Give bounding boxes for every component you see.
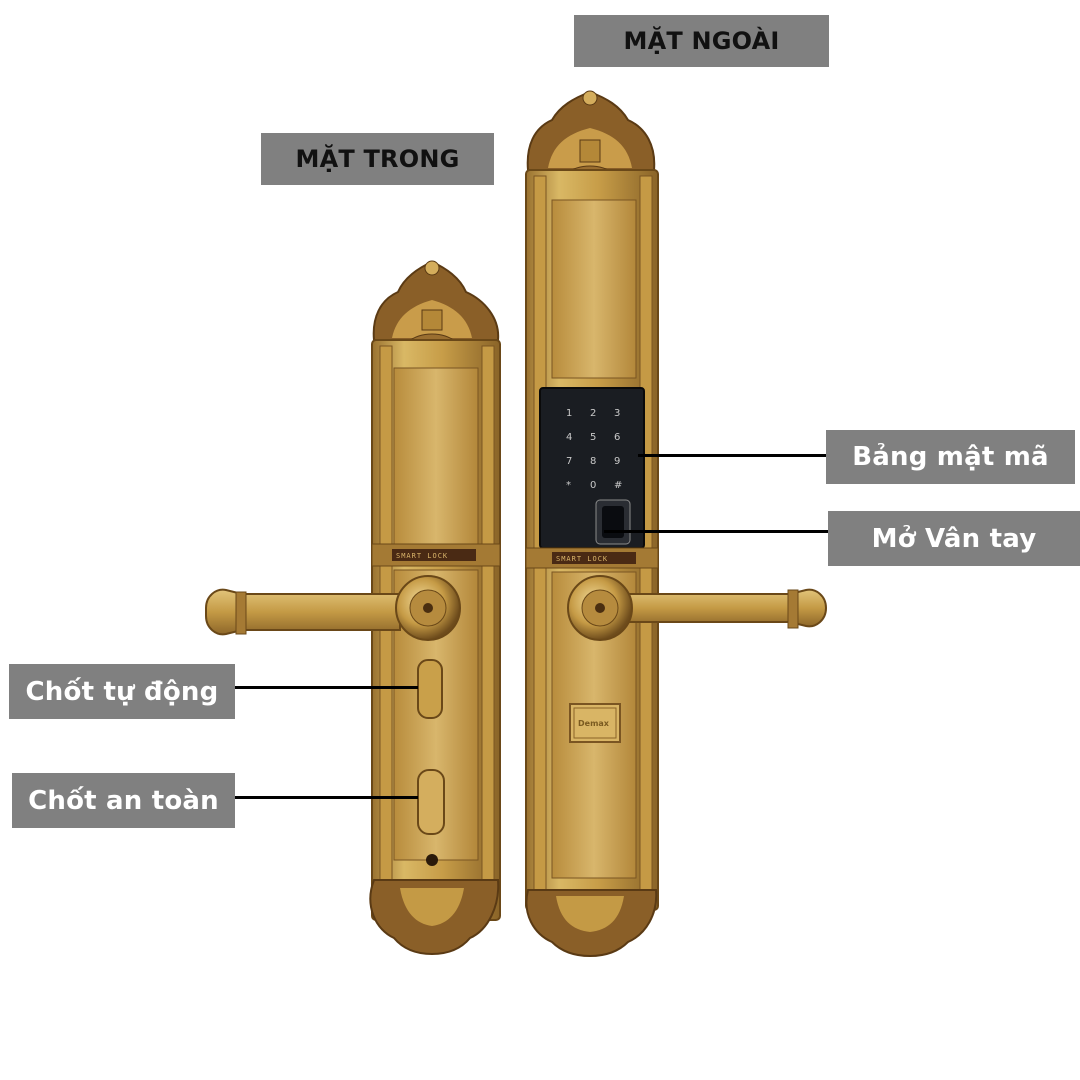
outside-face-label: MẶT NGOÀI	[574, 15, 829, 67]
safety-latch-label: Chốt an toàn	[12, 773, 235, 828]
brand-logo: Demax	[578, 719, 610, 728]
key-star: *	[566, 480, 571, 491]
key-1: 1	[566, 408, 572, 419]
key-9: 9	[614, 456, 620, 467]
outside-lock-body: 1 2 3 4 5 6 7 8 9 * 0 # SMART LOCK Demax	[525, 90, 828, 958]
key-5: 5	[590, 432, 596, 443]
key-8: 8	[590, 456, 596, 467]
key-2: 2	[590, 408, 596, 419]
keypad-leader-line	[638, 454, 826, 457]
safety-latch-leader-line	[235, 796, 418, 799]
key-6: 6	[614, 432, 620, 443]
fingerprint-sensor-icon	[602, 506, 624, 538]
inner-plate-text: SMART LOCK	[396, 552, 448, 560]
key-4: 4	[566, 432, 572, 443]
outer-plate-text: SMART LOCK	[556, 555, 608, 563]
inside-face-label: MẶT TRONG	[261, 133, 494, 185]
keypad-label: Bảng mật mã	[826, 430, 1075, 484]
keypad-keys: 1 2 3 4 5 6 7 8 9 * 0 #	[566, 408, 622, 491]
auto-latch-label: Chốt tự động	[9, 664, 235, 719]
fingerprint-label: Mở Vân tay	[828, 511, 1080, 566]
key-7: 7	[566, 456, 572, 467]
key-hash: #	[614, 480, 622, 491]
key-3: 3	[614, 408, 620, 419]
key-0: 0	[590, 480, 596, 491]
auto-latch-leader-line	[235, 686, 418, 689]
inside-lock-body: SMART LOCK	[205, 260, 501, 956]
fingerprint-leader-line	[604, 530, 828, 533]
